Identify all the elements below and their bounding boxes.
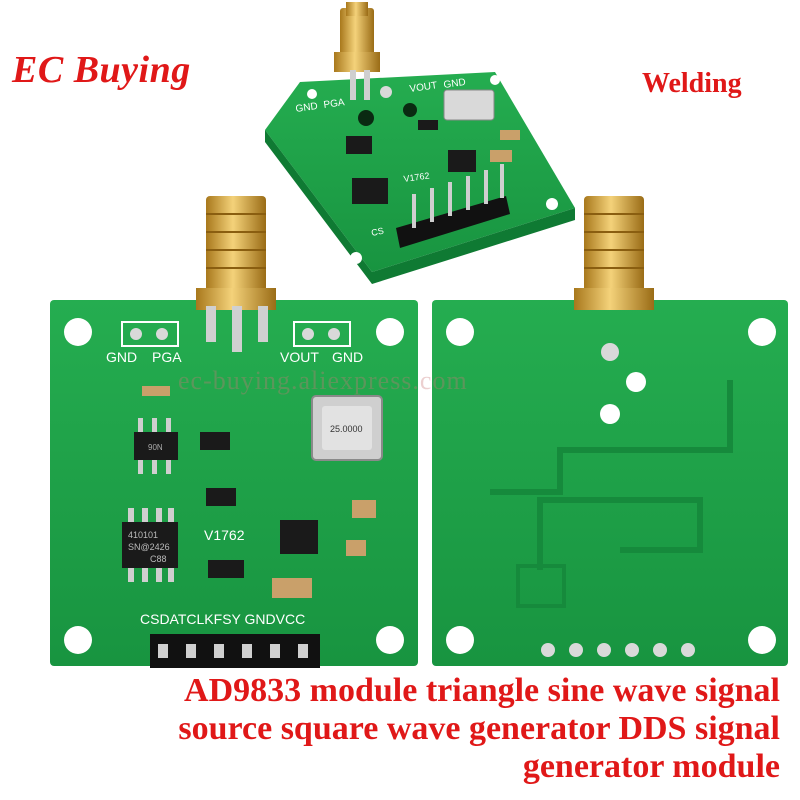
front-board: GND PGA VOUT GND 25.0000 90N 410101 SN@2… [50, 196, 418, 668]
caption-line-1: AD9833 module triangle sine wave signal [184, 672, 780, 709]
brand-logo-text: EC Buying [12, 49, 191, 91]
ic-line-2: SN@2426 [128, 542, 170, 552]
front-vout-label: VOUT [280, 349, 319, 365]
top-pins-label: CS [370, 226, 384, 238]
front-gnd2-label: GND [332, 349, 363, 365]
front-model-label: V1762 [204, 527, 245, 543]
product-caption: AD9833 module triangle sine wave signal … [40, 672, 780, 786]
top-model-label: V1762 [403, 170, 430, 184]
ic-line-3: C88 [150, 554, 167, 564]
back-board [432, 196, 788, 666]
front-gnd-label: GND [106, 349, 137, 365]
caption-line-3: generator module [522, 748, 780, 785]
crystal-label: 25.0000 [330, 424, 363, 434]
top-vout-label: VOUT [409, 80, 438, 95]
ic-line-1: 410101 [128, 530, 158, 540]
watermark-text: ec-buying.aliexpress.com [178, 366, 468, 395]
caption-line-2: source square wave generator DDS signal [178, 710, 780, 747]
front-pins-label: CSDATCLKFSY GNDVCC [140, 611, 305, 627]
top-pga-label: PGA [323, 97, 346, 111]
front-pga-label: PGA [152, 349, 182, 365]
top-gnd2-label: GND [443, 77, 467, 91]
small-ic-label: 90N [148, 443, 163, 452]
welding-label: Welding [642, 68, 742, 99]
top-board: GND PGA VOUT GND V1762 CS [265, 2, 575, 284]
top-gnd-label: GND [295, 101, 319, 115]
